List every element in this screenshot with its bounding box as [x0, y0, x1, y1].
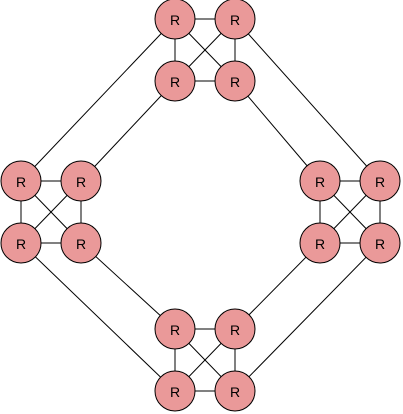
router-circle	[154, 60, 196, 102]
router-label: R	[170, 12, 180, 28]
router-label: R	[16, 236, 26, 252]
router-circle	[214, 60, 256, 102]
router-node: R	[359, 160, 401, 202]
router-node: R	[214, 0, 256, 40]
router-label: R	[375, 236, 385, 252]
link-top-1-right-1	[234, 18, 381, 182]
link-left-2-bottom-2	[20, 242, 176, 392]
router-label: R	[230, 12, 240, 28]
router-node: R	[299, 160, 341, 202]
router-circle	[214, 370, 256, 412]
router-label: R	[315, 174, 325, 190]
router-node: R	[214, 60, 256, 102]
router-node: R	[154, 308, 196, 350]
router-circle	[299, 222, 341, 264]
router-node: R	[60, 222, 102, 264]
router-circle	[299, 160, 341, 202]
router-node: R	[154, 0, 196, 40]
router-node: R	[299, 222, 341, 264]
router-circle	[214, 308, 256, 350]
router-label: R	[315, 236, 325, 252]
link-left-3-bottom-0	[80, 242, 176, 330]
router-circle	[359, 222, 401, 264]
router-circle	[0, 222, 42, 264]
router-label: R	[76, 174, 86, 190]
router-circle	[60, 160, 102, 202]
router-label: R	[170, 384, 180, 400]
router-circle	[0, 160, 42, 202]
link-top-2-left-1	[80, 80, 176, 182]
edges-layer	[20, 18, 381, 392]
router-node: R	[214, 370, 256, 412]
router-label: R	[375, 174, 385, 190]
router-circle	[154, 0, 196, 40]
router-label: R	[170, 322, 180, 338]
router-node: R	[359, 222, 401, 264]
router-node: R	[60, 160, 102, 202]
router-label: R	[230, 384, 240, 400]
link-top-3-right-0	[234, 80, 321, 182]
link-right-3-bottom-3	[234, 242, 381, 392]
router-circle	[154, 308, 196, 350]
router-circle	[154, 370, 196, 412]
router-label: R	[230, 322, 240, 338]
router-node: R	[0, 160, 42, 202]
link-top-0-left-0	[20, 18, 176, 182]
router-node: R	[214, 308, 256, 350]
router-node: R	[0, 222, 42, 264]
router-node: R	[154, 60, 196, 102]
router-label: R	[230, 74, 240, 90]
router-label: R	[76, 236, 86, 252]
router-label: R	[16, 174, 26, 190]
router-label: R	[170, 74, 180, 90]
router-circle	[359, 160, 401, 202]
router-circle	[60, 222, 102, 264]
router-node: R	[154, 370, 196, 412]
router-circle	[214, 0, 256, 40]
